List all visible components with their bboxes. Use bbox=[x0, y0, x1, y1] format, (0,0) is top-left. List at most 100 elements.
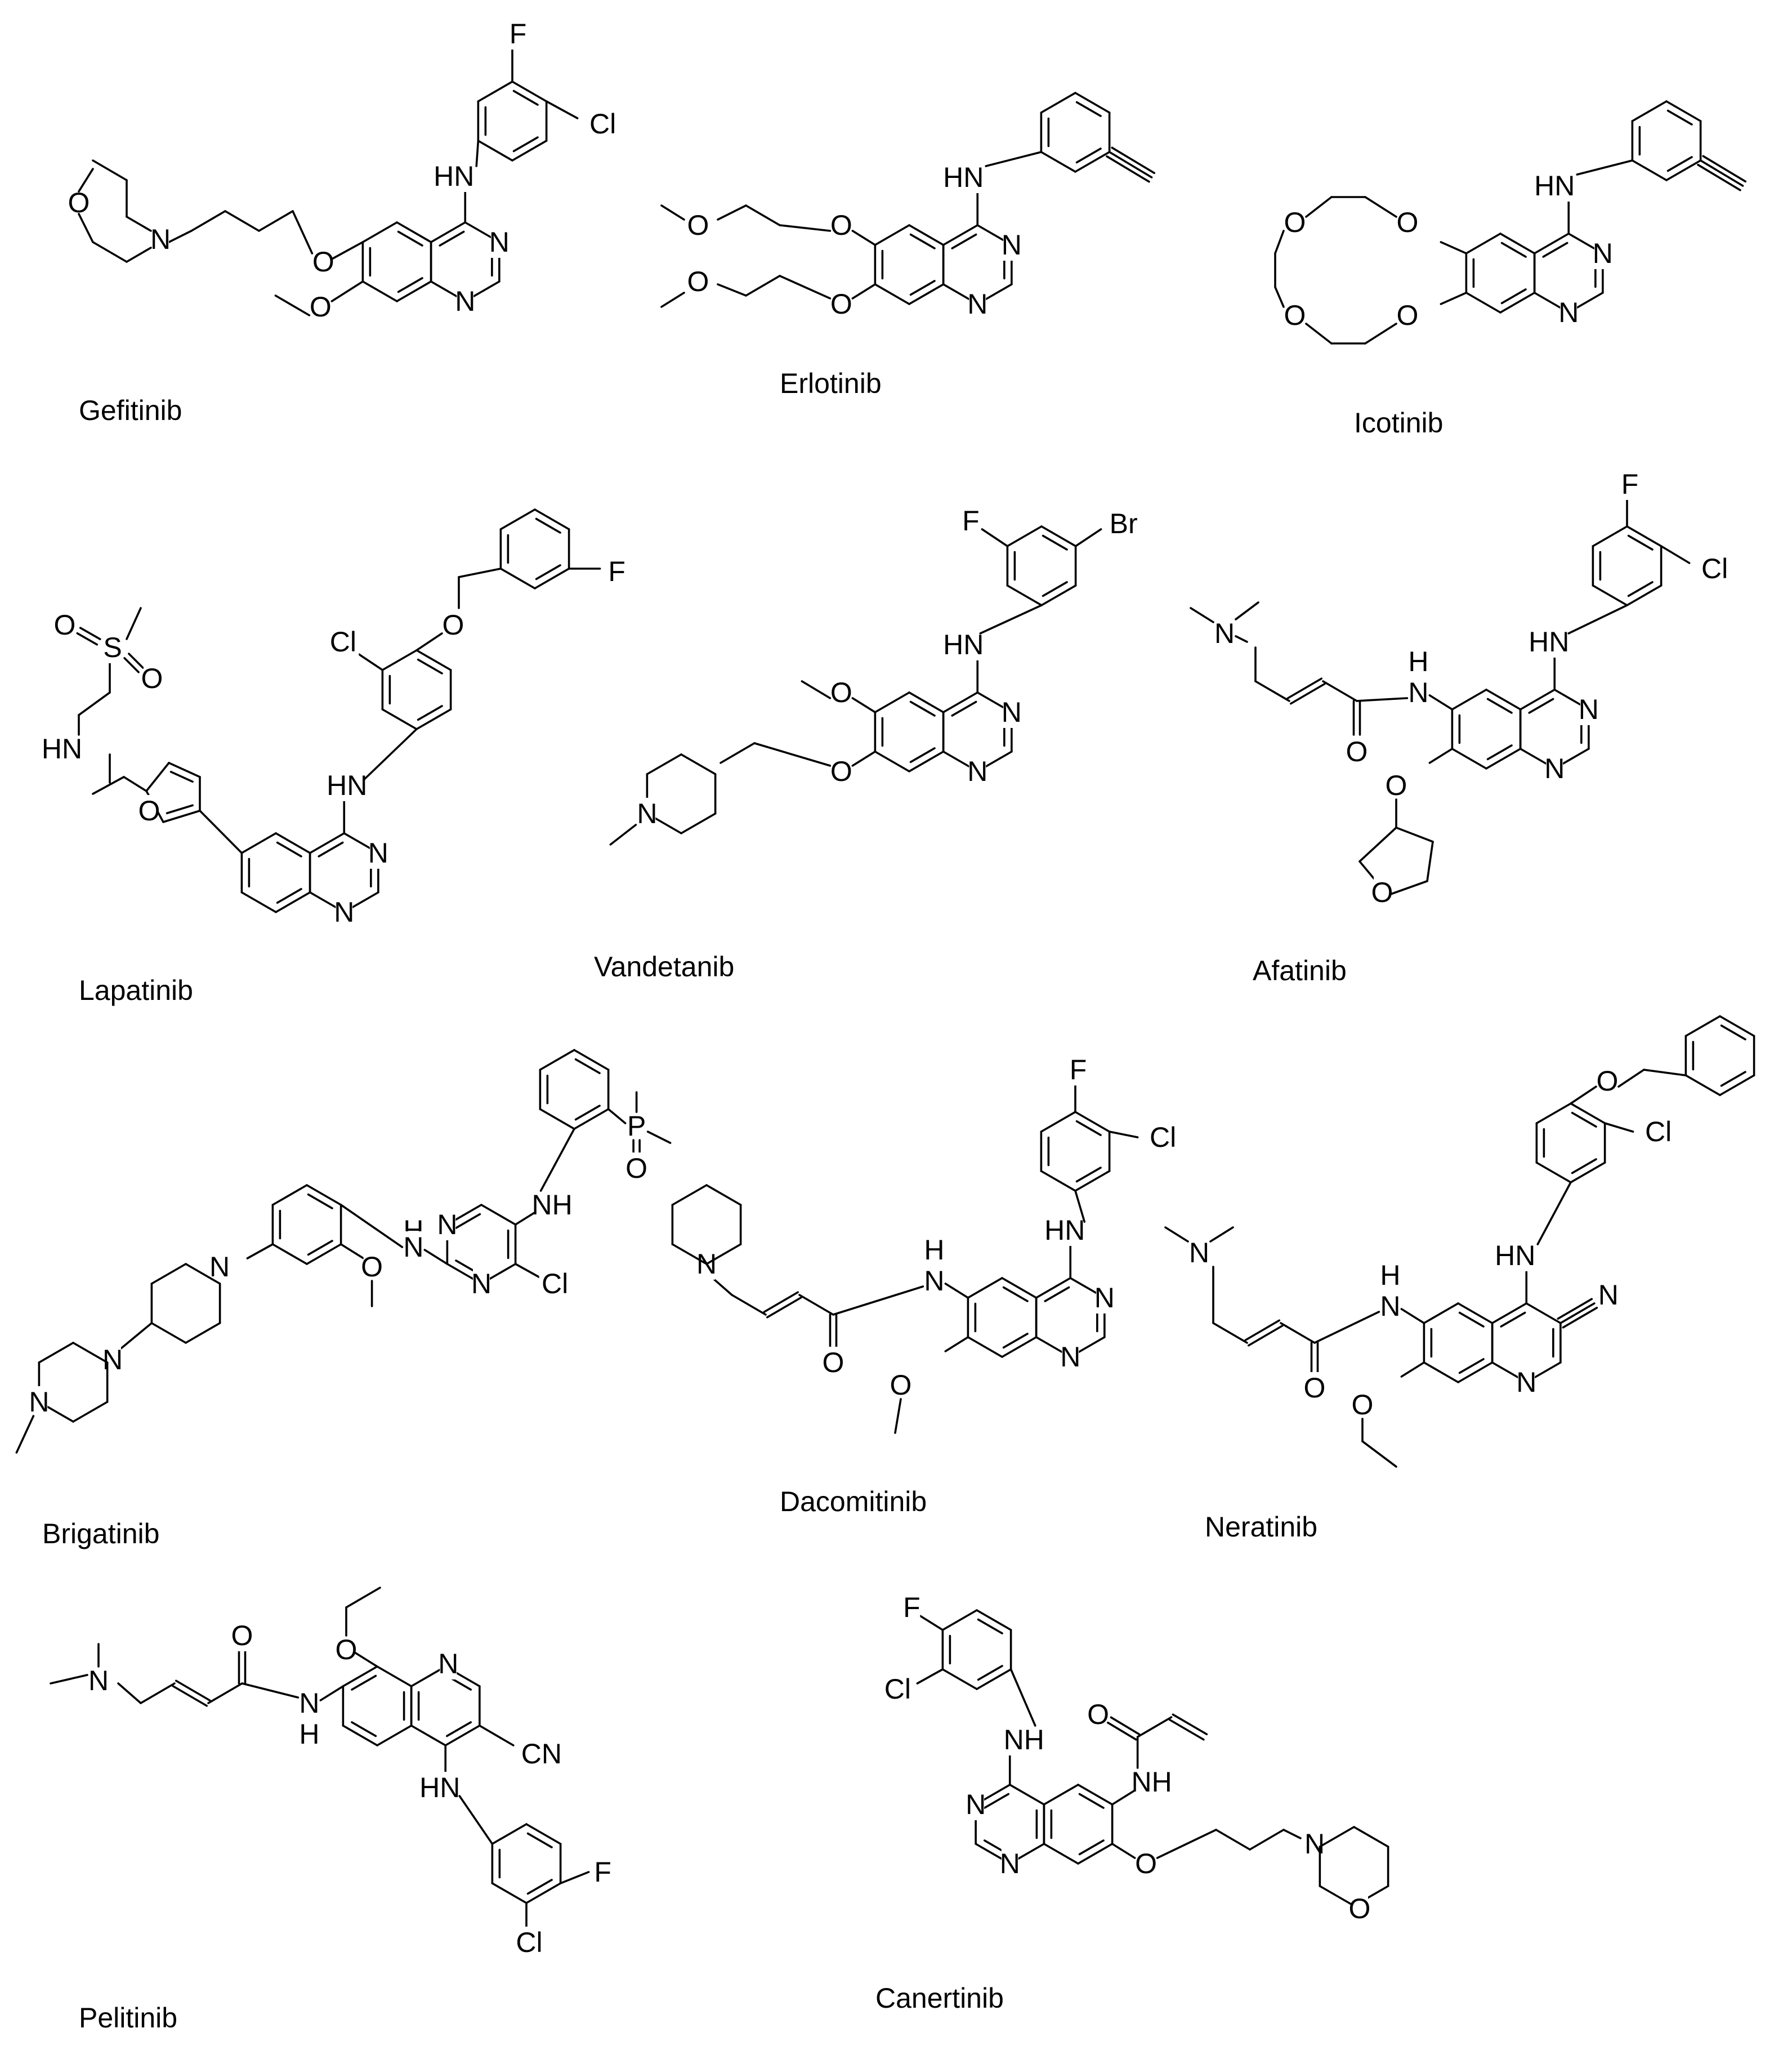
bond bbox=[717, 204, 747, 221]
bond bbox=[514, 1263, 542, 1279]
bond bbox=[499, 508, 536, 530]
atom-label-background bbox=[46, 733, 78, 765]
bond bbox=[1044, 1286, 1070, 1302]
nitrogen-atom: N bbox=[967, 288, 987, 320]
bond bbox=[351, 1674, 377, 1691]
atom-label-background bbox=[1008, 1724, 1040, 1755]
bond bbox=[78, 168, 94, 193]
bond bbox=[1557, 1298, 1593, 1320]
chlorine-atom: Cl bbox=[1645, 1116, 1672, 1147]
label-brigatinib: Brigatinib bbox=[42, 1518, 160, 1549]
bond bbox=[1519, 689, 1556, 711]
bond bbox=[1626, 584, 1663, 606]
bond bbox=[1364, 196, 1397, 218]
bond bbox=[126, 216, 152, 232]
bond bbox=[397, 277, 423, 293]
nitrogen-atom: N bbox=[1579, 694, 1599, 725]
bond bbox=[983, 1793, 1009, 1809]
atom-label-background bbox=[327, 626, 359, 658]
bond bbox=[120, 1322, 153, 1350]
oxygen-atom: O bbox=[336, 1634, 357, 1665]
oxygen-atom: O bbox=[1349, 1893, 1371, 1924]
bond bbox=[525, 1823, 562, 1845]
oxygen-atom: O bbox=[687, 266, 709, 297]
oxygen-atom: O bbox=[312, 246, 334, 278]
bond bbox=[1364, 323, 1397, 345]
chlorine-atom: Cl bbox=[884, 1673, 911, 1705]
bond bbox=[1001, 1336, 1038, 1358]
amine-label: HN bbox=[327, 770, 367, 801]
bond bbox=[1106, 1721, 1137, 1741]
bond bbox=[224, 210, 260, 232]
bond bbox=[1356, 697, 1409, 702]
atom-label-background bbox=[628, 1152, 645, 1184]
bond bbox=[573, 1108, 610, 1130]
bond bbox=[671, 1243, 708, 1265]
bond bbox=[1074, 1111, 1111, 1133]
atom-label-background bbox=[301, 1687, 318, 1719]
bond bbox=[514, 1209, 539, 1226]
oxygen-atom: O bbox=[830, 677, 852, 708]
nitrogen-atom: N bbox=[1516, 1366, 1536, 1398]
amine-label: HN bbox=[42, 733, 82, 765]
bond bbox=[1235, 601, 1259, 620]
bond bbox=[894, 1398, 902, 1434]
atom-label-background bbox=[312, 291, 329, 323]
atom-label-background bbox=[1388, 770, 1405, 801]
bond bbox=[1428, 748, 1454, 764]
sulfur-atom: S bbox=[103, 632, 122, 663]
oxygen-atom: O bbox=[310, 291, 332, 323]
bond bbox=[1244, 1319, 1281, 1342]
atom-label-background bbox=[1147, 1122, 1179, 1153]
bond bbox=[1009, 1668, 1036, 1727]
bond bbox=[330, 280, 364, 302]
bond bbox=[1533, 233, 1570, 254]
amine-label: HN bbox=[943, 629, 984, 660]
fluorine-atom: F bbox=[962, 505, 980, 537]
bond bbox=[339, 1204, 404, 1248]
bond bbox=[140, 1682, 176, 1704]
bond bbox=[1400, 1308, 1425, 1324]
bond bbox=[354, 1651, 378, 1668]
bond bbox=[534, 568, 570, 589]
oxygen-atom: O bbox=[830, 288, 852, 320]
bond bbox=[1666, 109, 1693, 126]
bond bbox=[1043, 1784, 1079, 1806]
bond bbox=[1499, 233, 1536, 254]
bond bbox=[15, 1415, 35, 1454]
bond bbox=[477, 140, 513, 162]
nitrogen-atom: N bbox=[455, 285, 475, 317]
bond bbox=[1209, 1226, 1234, 1243]
bromine-atom: Br bbox=[1110, 508, 1138, 539]
bond bbox=[526, 1832, 553, 1848]
bond bbox=[1395, 827, 1434, 843]
bond bbox=[1322, 680, 1358, 702]
bond bbox=[909, 700, 936, 717]
nitrogen-atom: N bbox=[924, 1265, 944, 1297]
bond bbox=[539, 1128, 575, 1192]
atom-label-background bbox=[962, 505, 980, 537]
bond bbox=[535, 517, 561, 534]
bond bbox=[874, 224, 910, 246]
atom-label-background bbox=[525, 1738, 557, 1770]
chlorine-atom: Cl bbox=[516, 1927, 542, 1958]
bond bbox=[1274, 286, 1285, 308]
oxygen-atom: O bbox=[1371, 877, 1393, 908]
bond bbox=[145, 762, 170, 792]
bond bbox=[1567, 604, 1628, 635]
bond bbox=[535, 564, 561, 580]
bond bbox=[1111, 146, 1156, 175]
atom-label-background bbox=[1216, 618, 1233, 649]
bond bbox=[166, 804, 194, 815]
bond bbox=[967, 1336, 1003, 1358]
nitrogen-atom: N bbox=[471, 1268, 491, 1299]
nitrogen-atom: N bbox=[368, 837, 388, 869]
oxygen-atom: O bbox=[1352, 1389, 1374, 1420]
bond bbox=[1570, 1085, 1597, 1105]
atom-label-background bbox=[833, 288, 850, 320]
bond bbox=[1665, 100, 1702, 122]
fluorine-atom: F bbox=[594, 1856, 611, 1888]
